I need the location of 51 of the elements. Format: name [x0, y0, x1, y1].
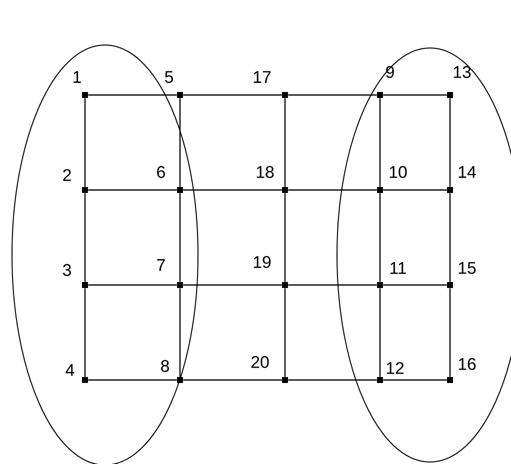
graph-edge: [449, 288, 451, 377]
vertex-label: 3: [62, 264, 71, 276]
graph-edge: [284, 288, 286, 377]
graph-edge: [88, 284, 177, 286]
vertex-label: 11: [390, 262, 406, 274]
graph-edge: [183, 284, 282, 286]
graph-edge: [179, 98, 181, 187]
graph-edge: [379, 193, 381, 282]
graph-edge: [88, 94, 177, 96]
vertex-label: 4: [66, 364, 74, 376]
vertex-label: 17: [254, 71, 271, 83]
vertex-label: 15: [458, 262, 476, 274]
graph-edge: [383, 189, 447, 191]
vertex-label: 20: [251, 356, 269, 368]
graph-edge: [284, 193, 286, 282]
graph-edge: [84, 193, 86, 282]
graph-edge: [449, 193, 451, 282]
graph-edge: [288, 189, 377, 191]
vertex-label: 19: [254, 256, 271, 268]
graph-edge: [183, 379, 282, 381]
graph-edge: [284, 98, 286, 187]
graph-edge: [183, 189, 282, 191]
vertex-label: 7: [157, 259, 165, 271]
graph-edge: [383, 94, 447, 96]
graph-edge: [183, 94, 282, 96]
vertex-label: 8: [161, 360, 169, 372]
vertex-label: 14: [458, 166, 476, 178]
vertex-label: 12: [386, 362, 404, 374]
graph-edge: [379, 98, 381, 187]
vertex-label: 16: [458, 358, 476, 370]
graph-edge: [288, 379, 377, 381]
graph-edge: [88, 189, 177, 191]
vertex-label: 1: [74, 71, 81, 83]
vertex-label: 13: [454, 66, 471, 78]
graph-edge: [84, 98, 86, 187]
graph-edge: [84, 288, 86, 377]
vertex-label: 18: [256, 166, 274, 178]
graph-edge: [288, 284, 377, 286]
graph-edge: [383, 379, 447, 381]
graph-edge: [379, 288, 381, 377]
vertex-label: 6: [157, 166, 165, 178]
vertex-label: 9: [386, 66, 394, 78]
graph-edge: [88, 379, 177, 381]
graph-edge: [179, 193, 181, 282]
graph-edge: [179, 288, 181, 377]
graph-edge: [383, 284, 447, 286]
vertex-label: 10: [390, 166, 407, 178]
graph-edge: [288, 94, 377, 96]
vertex-label: 5: [164, 71, 173, 83]
vertex-label: 2: [63, 169, 71, 181]
graph-edge: [449, 98, 451, 187]
